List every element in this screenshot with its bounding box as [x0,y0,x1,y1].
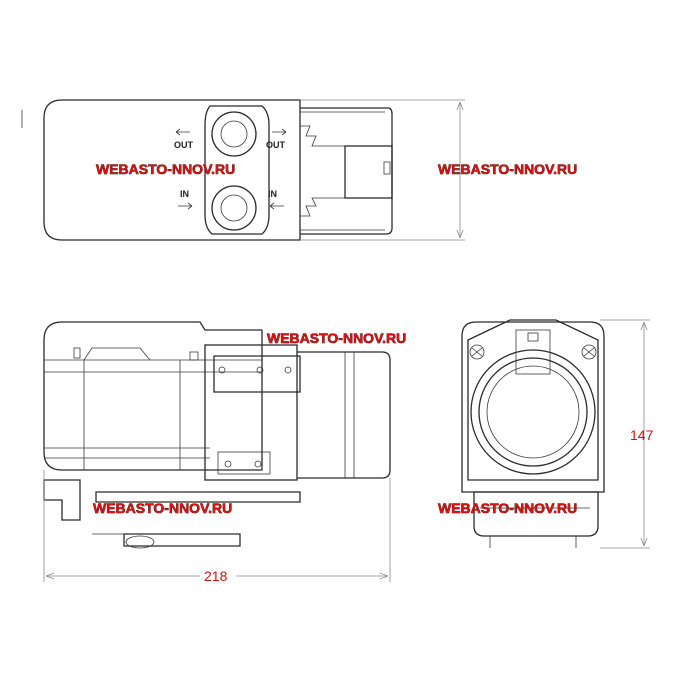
dimension-height-label: 147 [630,427,654,443]
end-view: 147 [461,319,654,549]
length-dimension: 218 [43,470,391,584]
watermark-1: WEBASTO-NNOV.RU [96,161,235,177]
top-view: OUT OUT IN IN [21,99,465,241]
port-label-out-left: OUT [174,140,194,150]
watermark-4: WEBASTO-NNOV.RU [93,500,232,516]
watermark-5: WEBASTO-NNOV.RU [438,500,577,516]
watermark-3: WEBASTO-NNOV.RU [267,330,406,346]
port-label-in-left: IN [180,189,189,199]
port-label-out-right: OUT [266,140,286,150]
watermark-2: WEBASTO-NNOV.RU [438,161,577,177]
dimension-length-label: 218 [204,568,228,584]
port-label-in-right: IN [268,189,277,199]
side-view [43,321,391,549]
